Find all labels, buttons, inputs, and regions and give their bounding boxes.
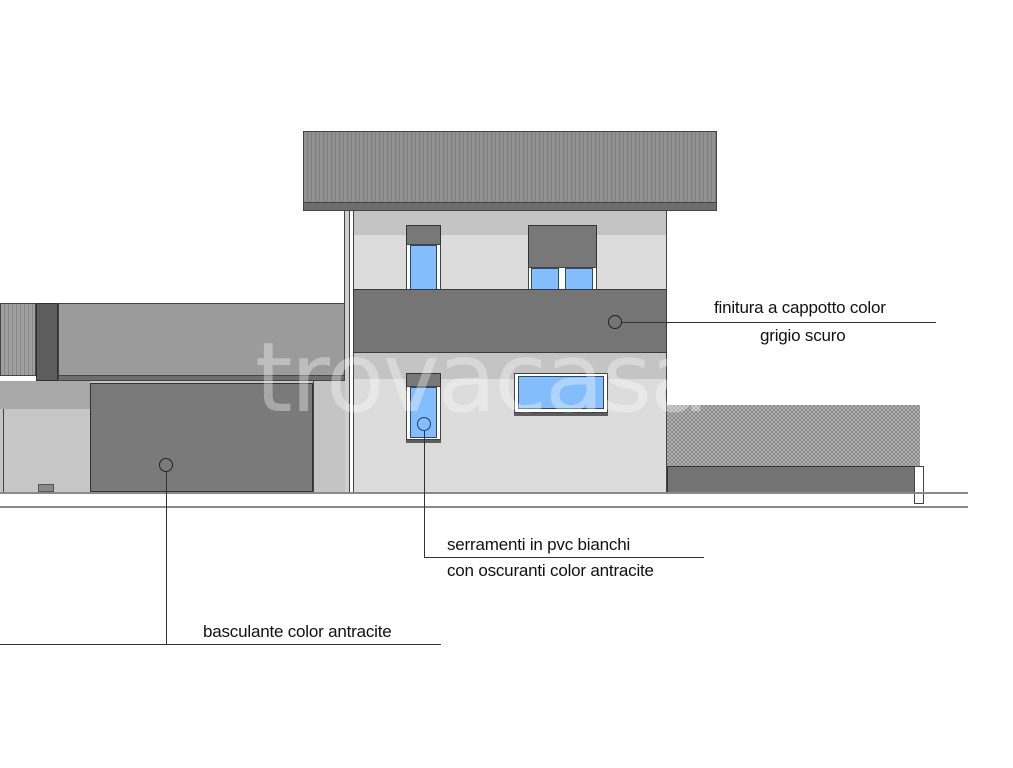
facade-label-line2: grigio scuro — [760, 326, 846, 345]
garage-door — [90, 383, 313, 492]
upper-wall-band — [353, 211, 667, 235]
fence-base-wall — [667, 466, 915, 493]
facade-leader-line — [622, 322, 936, 323]
garage-label: basculante color antracite — [203, 622, 392, 641]
ground-wall — [353, 379, 667, 492]
upper-left-window-glass — [410, 245, 437, 290]
fence-mesh — [667, 405, 920, 467]
upper-wall — [353, 235, 667, 290]
window-marker-icon — [417, 417, 431, 431]
facade-marker-icon — [608, 315, 622, 329]
far-left-wall — [3, 409, 90, 492]
upper-right-window-glass-left — [531, 268, 559, 290]
upper-right-window-glass-right — [565, 268, 593, 290]
ground-right-window-glass — [518, 376, 604, 409]
window-label-line1: serramenti in pvc bianchi — [447, 535, 631, 554]
annex-roof — [58, 303, 345, 376]
garage-marker-icon — [159, 458, 173, 472]
facade-label-line1: finitura a cappotto color — [714, 298, 886, 317]
upper-left-window-shutter-box — [406, 225, 441, 245]
roof-fascia — [303, 202, 717, 211]
ground-line-upper — [0, 492, 968, 494]
annex-fascia — [58, 375, 345, 381]
window-leader-vertical — [424, 431, 425, 558]
upper-right-window-shutter-box — [528, 225, 597, 268]
far-left-roof — [0, 303, 36, 376]
ground-wall-band — [353, 353, 667, 379]
window-label-line2: con oscuranti color antracite — [447, 561, 654, 580]
fence-post — [914, 466, 924, 504]
ground-line-lower — [0, 506, 968, 508]
garage-leader-horizontal — [0, 644, 441, 645]
annex-right-pillar — [313, 381, 344, 492]
far-left-wall-band — [0, 381, 90, 409]
main-roof — [303, 131, 717, 204]
garage-leader-vertical — [166, 472, 167, 644]
ground-left-window-sill — [406, 440, 441, 443]
ground-right-window-sill — [514, 413, 608, 416]
far-left-chimney — [36, 303, 58, 381]
ground-left-window-shutter-box — [406, 373, 441, 387]
window-leader-horizontal — [424, 557, 704, 558]
far-left-drain — [38, 484, 54, 492]
